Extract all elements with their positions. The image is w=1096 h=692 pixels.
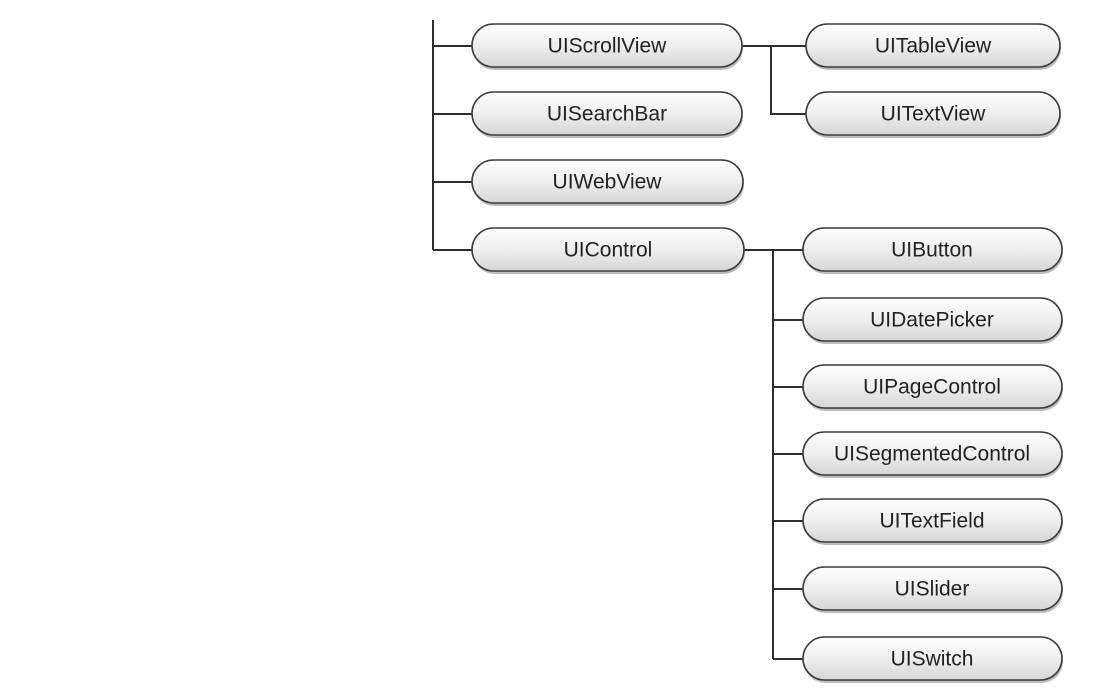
node-uiscrollview: UIScrollView — [471, 23, 743, 70]
node-uitableview: UITableView — [805, 23, 1061, 70]
node-label: UIPageControl — [863, 376, 1001, 399]
node-label: UISearchBar — [547, 103, 667, 126]
node-label: UIScrollView — [548, 35, 667, 58]
node-label: UIDatePicker — [870, 309, 994, 332]
node-label: UITextView — [881, 103, 986, 126]
node-uisearchbar: UISearchBar — [471, 91, 743, 138]
node-uitextfield: UITextField — [802, 498, 1063, 545]
node-label: UIControl — [564, 239, 653, 262]
node-uislider: UISlider — [802, 566, 1063, 613]
node-uisegmentedcontrol: UISegmentedControl — [802, 431, 1063, 478]
node-label: UISegmentedControl — [834, 443, 1030, 466]
connectors — [432, 20, 806, 660]
node-uipagecontrol: UIPageControl — [802, 364, 1063, 411]
node-label: UITextField — [879, 510, 984, 533]
node-uiswitch: UISwitch — [802, 636, 1063, 683]
node-label: UIButton — [891, 239, 973, 262]
scrollview-trunk — [770, 46, 806, 115]
node-label: UIWebView — [553, 171, 663, 194]
node-uicontrol: UIControl — [471, 227, 745, 274]
node-uidatepicker: UIDatePicker — [802, 297, 1063, 344]
node-label: UITableView — [875, 35, 992, 58]
node-uiwebview: UIWebView — [471, 159, 744, 206]
node-label: UISwitch — [891, 648, 974, 671]
node-uitextview: UITextView — [805, 91, 1061, 138]
node-uibutton: UIButton — [802, 227, 1063, 274]
node-label: UISlider — [895, 578, 970, 601]
